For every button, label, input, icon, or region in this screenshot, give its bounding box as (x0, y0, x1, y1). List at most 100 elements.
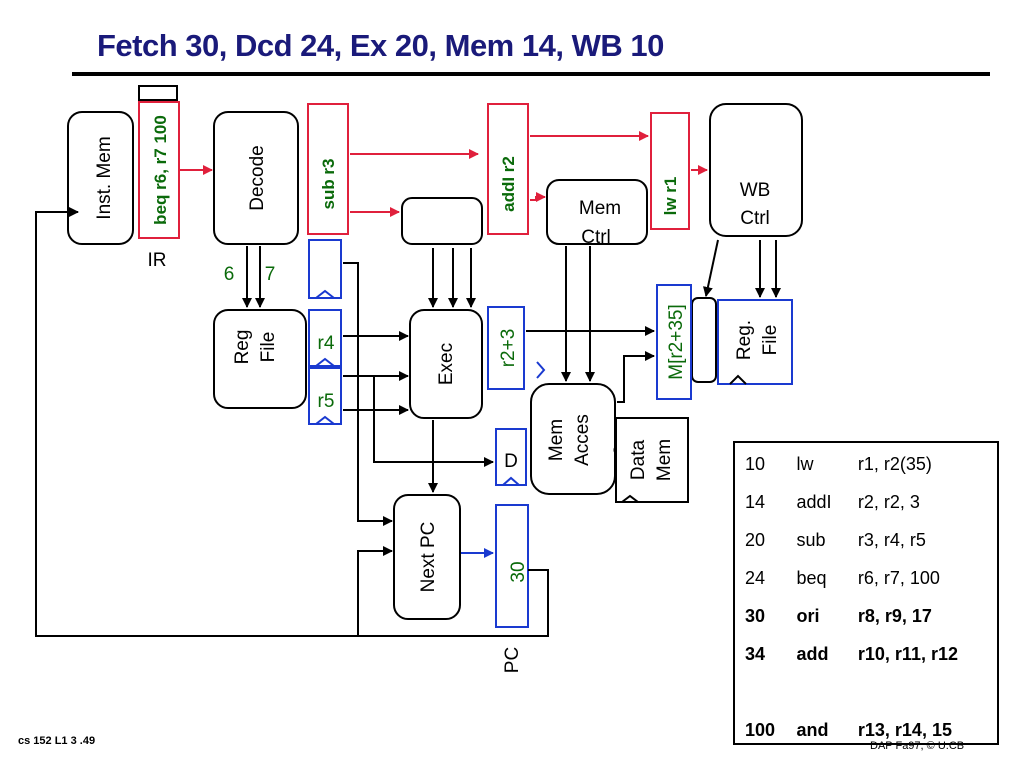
instr-operands: r6, r7, 100 (857, 567, 940, 588)
program-table: 10 lw r1, r2(35) 14 addI r2, r2, 3 20 sub r3, r4… (735, 445, 997, 749)
reg-file-wb-label-2: File (760, 325, 781, 356)
control-arrows (180, 131, 708, 217)
program-row (735, 673, 997, 711)
footer-copyright: DAP Fa97, © U.CB (870, 740, 965, 752)
ir-label: IR (148, 250, 167, 271)
instr-address: 20 (745, 529, 766, 550)
instr-operands: r2, r2, 3 (857, 491, 920, 512)
wb-ctrl-label-2: Ctrl (740, 208, 770, 229)
reg-file-block: Reg File (213, 309, 307, 409)
program-row: 30 ori r8, r9, 17 (735, 597, 997, 635)
reg-a-register: r4 (308, 309, 342, 367)
instr-address: 14 (745, 491, 766, 512)
ex-mem-content: addI r2 (499, 156, 518, 212)
pc-content: 30 (508, 561, 529, 582)
reg-file-wb-block: Reg. File (717, 299, 793, 385)
mem-access-block: Mem Acces s (530, 383, 629, 495)
clock-icon (315, 289, 335, 299)
mem-wb-register: lw r1 (650, 112, 690, 230)
footer-course: cs 152 L1 3 .49 (18, 735, 96, 747)
reg-file-label-1: Reg (232, 330, 253, 365)
reg-file-wb-label-1: Reg. (734, 320, 755, 360)
exec-block: Exec (409, 309, 483, 419)
mem-access-label-2: Acces (572, 414, 593, 466)
next-pc-label: Next PC (418, 522, 439, 593)
ex-mem-register: addI r2 (487, 103, 529, 235)
reg-a-content: r4 (318, 333, 335, 354)
instr-opcode: add (796, 643, 829, 664)
program-row: 34 add r10, r11, r12 (735, 635, 997, 673)
ex-ctrl-block (401, 197, 483, 245)
title-rule (72, 72, 990, 76)
alu-out-content: r2+3 (498, 329, 519, 368)
instr-address: 34 (745, 643, 766, 664)
instr-operands: r3, r4, r5 (857, 529, 926, 550)
instr-operands: r1, r2(35) (857, 453, 932, 474)
instr-opcode: beq (796, 567, 827, 588)
data-wires (35, 207, 781, 637)
clock-icon (315, 357, 335, 367)
mem-ctrl-label-1: Mem (579, 198, 621, 219)
program-row: 10 lw r1, r2(35) (735, 445, 997, 483)
d-content: D (504, 451, 518, 472)
instr-operands: r13, r14, 15 (857, 719, 952, 740)
inst-mem-label: Inst. Mem (94, 136, 115, 219)
mem-ctrl-block: Mem Ctrl (546, 179, 648, 248)
program-listing: 10 lw r1, r2(35) 14 addI r2, r2, 3 20 sub r3, r4… (733, 441, 999, 745)
instr-address: 100 (745, 719, 776, 740)
instr-opcode: sub (796, 529, 826, 550)
next-pc-block: Next PC (393, 494, 461, 620)
mem-wb-content: lw r1 (661, 177, 680, 216)
alu-out-register: r2+3 (487, 306, 546, 390)
reg-b-content: r5 (318, 391, 335, 412)
ir-content: beq r6, r7 100 (151, 115, 170, 225)
clock-icon (536, 361, 546, 379)
d-register: D (495, 428, 527, 486)
instr-opcode: and (796, 719, 829, 740)
exec-label: Exec (436, 343, 457, 385)
clock-icon (502, 476, 520, 486)
instr-operands: r10, r11, r12 (857, 643, 958, 664)
inst-mem-block: Inst. Mem (67, 111, 134, 245)
instr-operands (858, 673, 997, 711)
program-row: 100 and r13, r14, 15 (735, 711, 997, 749)
decode-ex-content: sub r3 (319, 158, 338, 209)
data-mem-label-2: Mem (654, 439, 675, 481)
instr-operands: r8, r9, 17 (857, 605, 932, 626)
wb-ctrl-label-1: WB (740, 180, 771, 201)
instr-opcode (797, 673, 858, 711)
wb-latch-block (691, 297, 717, 383)
pc-label: PC (502, 647, 523, 673)
instr-opcode: ori (796, 605, 820, 626)
program-row: 14 addI r2, r2, 3 (735, 483, 997, 521)
clock-icon (729, 374, 747, 385)
rs-field-label: 6 (224, 264, 235, 285)
reg-file-label-2: File (258, 332, 279, 363)
wb-ctrl-block: WB Ctrl (709, 103, 803, 237)
decode-ex-register: sub r3 (307, 103, 349, 235)
mem-addr-register: M[r2+35] (656, 284, 692, 400)
pc-register: 30 PC (495, 504, 529, 673)
instr-address: 10 (745, 453, 766, 474)
mem-ctrl-label-2: Ctrl (581, 227, 611, 248)
slide-title: Fetch 30, Dcd 24, Ex 20, Mem 14, WB 10 (97, 28, 664, 63)
instr-address (735, 673, 797, 711)
reg-b-register: r5 (308, 367, 342, 425)
instr-opcode: addI (796, 491, 832, 512)
decode-block: Decode (213, 111, 299, 245)
data-mem-label-1: Data (628, 440, 649, 481)
instr-opcode: lw (796, 453, 814, 474)
mem-addr-content: M[r2+35] (666, 304, 687, 380)
rt-field-label: 7 (265, 264, 276, 285)
data-mem-block: Data Mem (615, 417, 689, 503)
clock-icon (315, 415, 335, 425)
decode-label: Decode (247, 145, 268, 211)
data-mem-clock-icon (621, 494, 639, 503)
instr-address: 30 (745, 605, 766, 626)
program-row: 20 sub r3, r4, r5 (735, 521, 997, 559)
mem-access-label-1: Mem (546, 419, 567, 461)
ir-register: beq r6, r7 100 IR (138, 85, 180, 271)
reg-a-top-register (308, 239, 342, 299)
